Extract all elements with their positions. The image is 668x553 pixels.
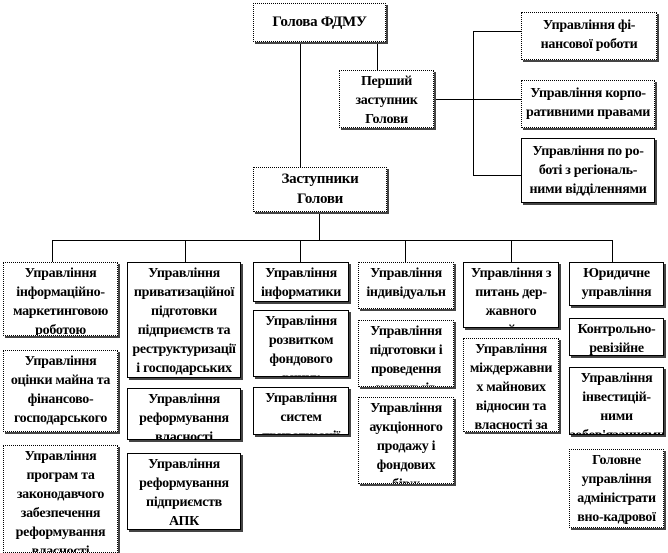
- deputies-box: Заступники Голови: [253, 167, 387, 212]
- unit-legal: Юридичне управління: [569, 262, 664, 306]
- connector-bracket-1: [473, 31, 521, 32]
- connector-bracket-3: [473, 175, 521, 176]
- unit-privatization-preparation: Управління приватизаційної підготовки пі…: [127, 262, 241, 378]
- unit-individual: Управління індивідуальн: [358, 262, 454, 309]
- unit-privatization-systems: Управління систем приватизації: [253, 387, 349, 435]
- connector-deputies-bus: [319, 212, 320, 240]
- connector-col-4: [405, 240, 406, 262]
- unit-property-reform: Управління реформування власності: [127, 388, 241, 440]
- head-box: Голова ФДМУ: [253, 3, 386, 42]
- unit-state-property: Управління з питань дер- жавного майна: [463, 262, 559, 328]
- unit-corporate-rights: Управління корпо- ративними правами: [521, 80, 655, 128]
- first-deputy-box: Перший заступник Голови: [339, 70, 434, 128]
- connector-col-6: [612, 240, 613, 262]
- unit-agro-reform: Управління реформування підприємств АПК: [127, 453, 241, 530]
- unit-admin-hr: Головне управління адміністрати вно-кадр…: [569, 449, 664, 528]
- connector-col-5: [511, 240, 512, 262]
- unit-property-valuation: Управління оцінки майна та фінансово- го…: [3, 350, 118, 432]
- connector-col-2: [185, 240, 186, 262]
- unit-informatics: Управління інформатики: [253, 262, 349, 302]
- unit-audit: Контрольно- ревізійне управління: [569, 318, 664, 356]
- connector-head-first-deputy: [377, 42, 378, 70]
- connector-col-3: [300, 240, 301, 262]
- unit-programs-legislation: Управління програм та законодавчого забе…: [3, 445, 118, 553]
- connector-head-deputies: [300, 42, 301, 167]
- connector-bracket-vertical: [473, 31, 474, 175]
- unit-auctions: Управління аукціонного продажу і фондови…: [358, 397, 454, 484]
- unit-tenders: Управління підготовки і проведення конку…: [358, 320, 454, 387]
- unit-investment: Управління інвестицій- ними зобов'язання…: [569, 367, 664, 435]
- connector-col-1: [52, 240, 53, 262]
- unit-interstate-property: Управління міждержавни х майнових віднос…: [463, 338, 559, 432]
- unit-regional-branches: Управління по ро- боті з регіональ- ними…: [521, 138, 655, 203]
- unit-stock-market: Управління розвитком фондового ринку: [253, 310, 349, 377]
- unit-financial-work: Управління фі- нансової роботи: [521, 12, 657, 60]
- connector-first-deputy-bracket: [434, 99, 521, 100]
- connector-bus: [52, 240, 613, 241]
- unit-info-marketing: Управління інформаційно- маркетинговою р…: [3, 262, 118, 336]
